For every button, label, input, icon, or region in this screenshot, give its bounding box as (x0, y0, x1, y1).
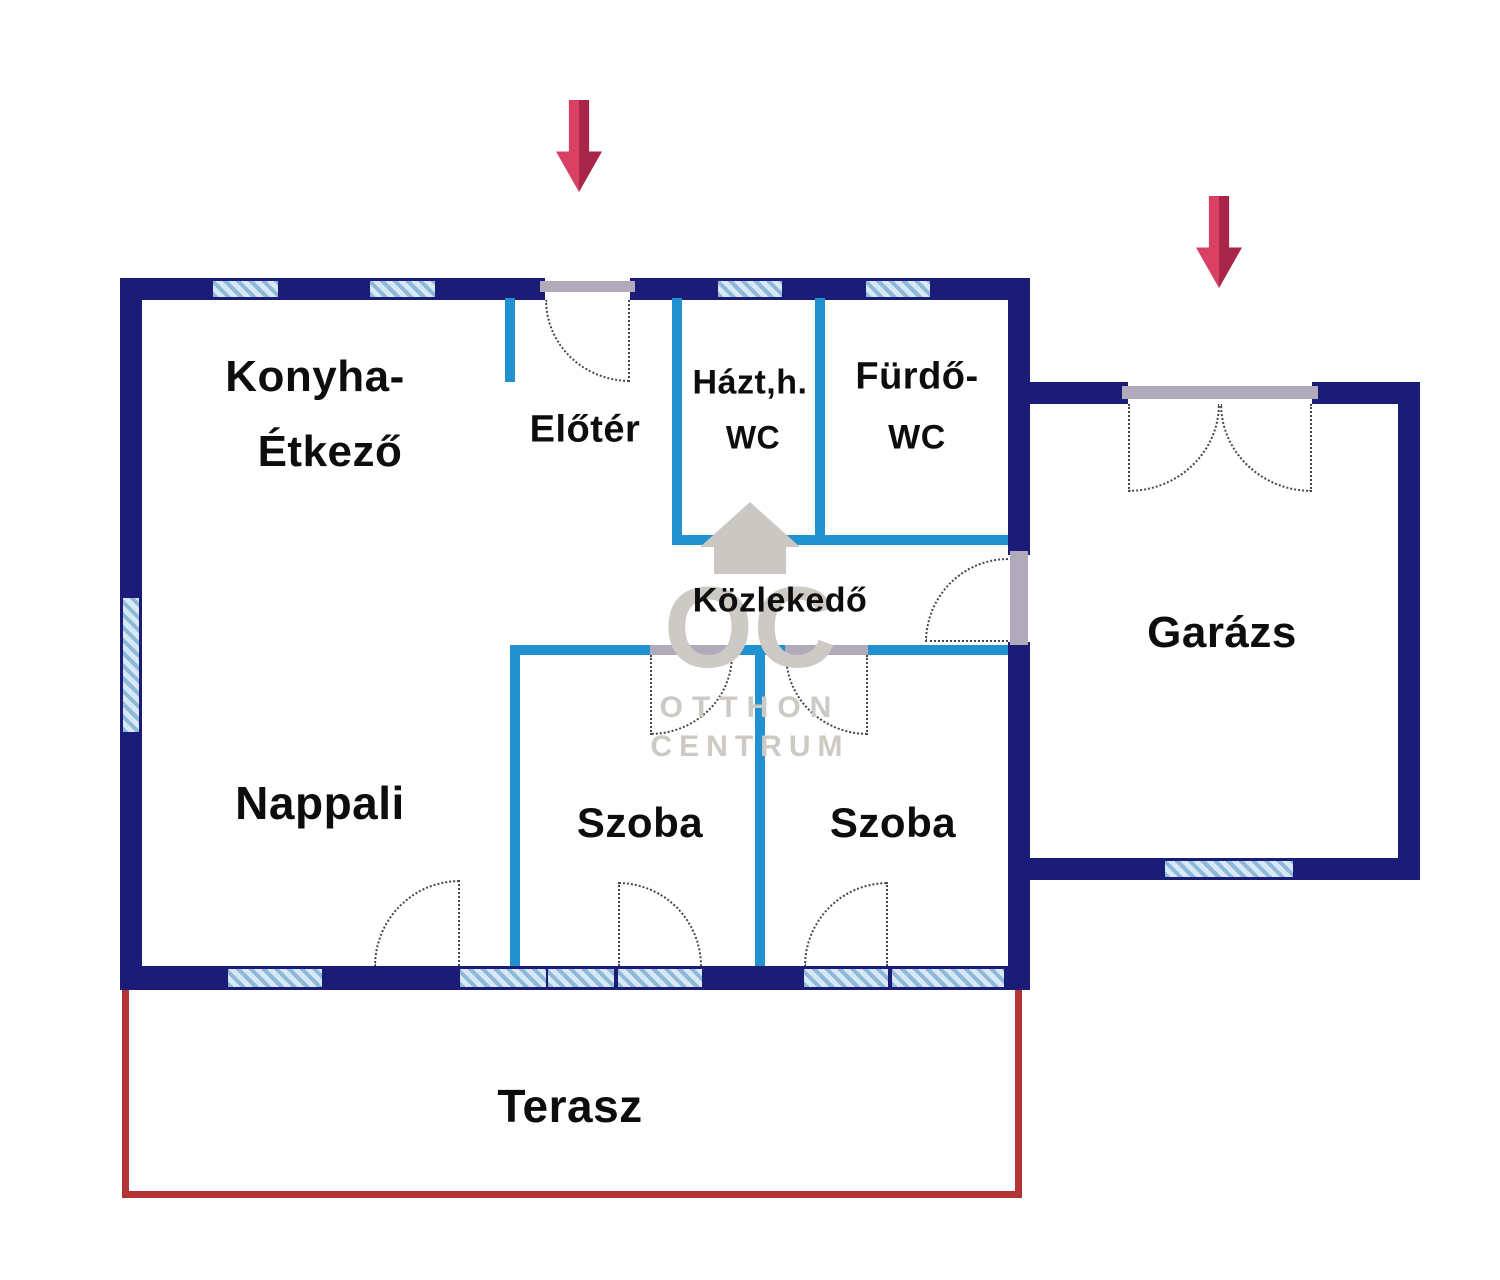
door-arc-garage-left (1128, 404, 1220, 492)
lintel-bedroom2-door (785, 645, 868, 655)
label-bedroom2: Szoba (829, 799, 957, 846)
terrace-edge-left (122, 990, 129, 1198)
window-utility-wc (718, 281, 782, 297)
window-bedroom2 (892, 969, 1004, 987)
label-kitchen-line1: Konyha- (225, 352, 405, 401)
garage-wall-top-left (1030, 382, 1128, 404)
terrace-edge-right (1015, 990, 1022, 1198)
partition-foyer-stub (505, 298, 515, 382)
watermark-monogram: OC (663, 564, 837, 692)
label-utility-line1: Házt,h. (692, 363, 808, 402)
window-kitchen-2 (370, 281, 435, 297)
partition-bedroom1-bedroom2 (755, 645, 765, 966)
entrance-arrow-garage (1196, 196, 1242, 288)
window-living-left (123, 598, 139, 732)
partition-living-bedroom1 (510, 645, 520, 966)
terrace-edge-bottom (122, 1191, 1022, 1198)
terrace-door-living (460, 969, 546, 987)
garage-wall-right (1398, 382, 1420, 880)
wall-top-right-segment (630, 278, 1030, 300)
terrace-door-bedroom2 (804, 969, 888, 987)
wall-top-left-segment (120, 278, 545, 300)
label-terrace: Terasz (497, 1080, 643, 1132)
window-living-bottom (228, 969, 322, 987)
lintel-hallway-garage-door (1010, 551, 1028, 645)
label-bathroom-line2: WC (888, 418, 946, 457)
window-garage (1165, 861, 1293, 877)
door-arc-living-terrace (374, 880, 460, 966)
label-foyer: Előtér (529, 408, 641, 451)
watermark-brand-line1: OTTHON (659, 691, 841, 724)
watermark-house-icon (700, 502, 800, 574)
lintel-entrance-door (540, 281, 635, 292)
door-arc-garage-right (1220, 404, 1312, 492)
lintel-garage-door (1122, 386, 1318, 399)
partition-hallway-a (510, 645, 650, 655)
garage-wall-top-right (1312, 382, 1420, 404)
window-kitchen-1 (213, 281, 278, 297)
door-arc-bedroom2-terrace (804, 882, 888, 966)
label-garage: Garázs (1147, 608, 1297, 657)
label-utility-line2: WC (725, 419, 781, 456)
window-bathroom (866, 281, 930, 297)
partition-hallway-c (868, 645, 1008, 655)
watermark-brand-line2: CENTRUM (650, 730, 850, 763)
entrance-arrow-house (556, 100, 602, 192)
lintel-bedroom1-door (650, 645, 733, 655)
partition-wc-hallway (672, 535, 1008, 545)
wall-right-upper (1008, 278, 1030, 555)
door-arc-bedroom1-terrace (618, 882, 702, 966)
label-bedroom1: Szoba (576, 799, 704, 846)
label-living-room: Nappali (235, 777, 405, 829)
terrace-door-bedroom1 (618, 969, 702, 987)
label-bathroom-line1: Fürdő- (855, 355, 979, 398)
label-kitchen-line2: Étkező (257, 427, 403, 476)
door-arc-entrance (545, 300, 630, 382)
wall-right-lower (1008, 642, 1030, 990)
partition-foyer-utility (672, 298, 682, 545)
window-bedroom1 (548, 969, 614, 987)
partition-utility-bathroom (815, 298, 825, 545)
door-arc-hallway-garage (925, 558, 1008, 642)
label-hallway: Közlekedő (692, 581, 868, 620)
